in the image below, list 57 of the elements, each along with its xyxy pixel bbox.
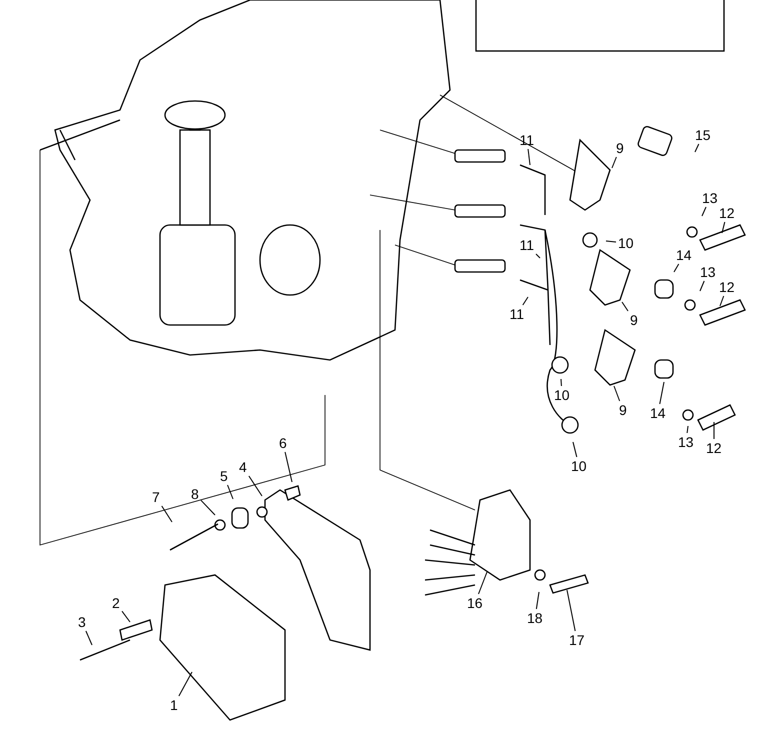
leader-line (694, 144, 700, 152)
leader-line (178, 672, 192, 696)
leader-line (227, 484, 234, 500)
callout-number: 12 (706, 440, 722, 456)
leader-line (122, 610, 130, 622)
callout-number: 8 (191, 486, 199, 502)
callout-number: 14 (676, 247, 692, 263)
leader-line (536, 254, 540, 258)
leader-line (700, 280, 705, 292)
leader-line (606, 240, 616, 242)
leader-line (85, 630, 92, 646)
leader-line (674, 264, 680, 272)
leader-line (522, 296, 528, 306)
callout-number: 9 (630, 312, 638, 328)
callout-number: 15 (695, 127, 711, 143)
leader-line (720, 296, 724, 306)
callout-number: 9 (616, 140, 624, 156)
leader-line (622, 302, 628, 312)
callout-number: 5 (220, 468, 228, 484)
leader-line (161, 506, 172, 522)
callout-number: 11 (510, 306, 524, 322)
callout-number: 12 (719, 279, 735, 295)
callout-number: 11 (520, 132, 534, 148)
callout-number: 10 (554, 387, 570, 403)
callout-number: 4 (239, 459, 247, 475)
callout-number: 10 (571, 458, 587, 474)
callout-number: 7 (152, 489, 160, 505)
leader-line (686, 426, 688, 434)
leader-line (572, 442, 578, 458)
leader-line (722, 222, 726, 234)
callout-number: 13 (678, 434, 694, 450)
callout-number: 3 (78, 614, 86, 630)
leader-line (200, 500, 216, 516)
leader-line (612, 156, 617, 168)
leader-line (284, 452, 292, 482)
callout-number: 2 (112, 595, 120, 611)
leader-line (478, 572, 488, 594)
callout-number: 17 (569, 632, 585, 648)
leader-line (248, 476, 262, 496)
callout-number: 16 (467, 595, 483, 611)
callout-number: 10 (618, 235, 634, 251)
leader-line (702, 206, 706, 216)
callout-number: 1 (170, 697, 178, 713)
leader-line (536, 592, 540, 610)
leader-line (528, 148, 530, 166)
leader-line (560, 378, 562, 386)
leader-line (614, 386, 620, 402)
callout-number: 13 (700, 264, 716, 280)
callout-number: 13 (702, 190, 718, 206)
callout-number: 18 (527, 610, 543, 626)
callout-number: 9 (619, 402, 627, 418)
callout-number: 11 (520, 237, 534, 253)
callout-number: 12 (719, 205, 735, 221)
leader-line (566, 590, 576, 632)
leader-line (659, 382, 664, 404)
callout-number: 6 (279, 435, 287, 451)
callout-number: 14 (650, 405, 666, 421)
